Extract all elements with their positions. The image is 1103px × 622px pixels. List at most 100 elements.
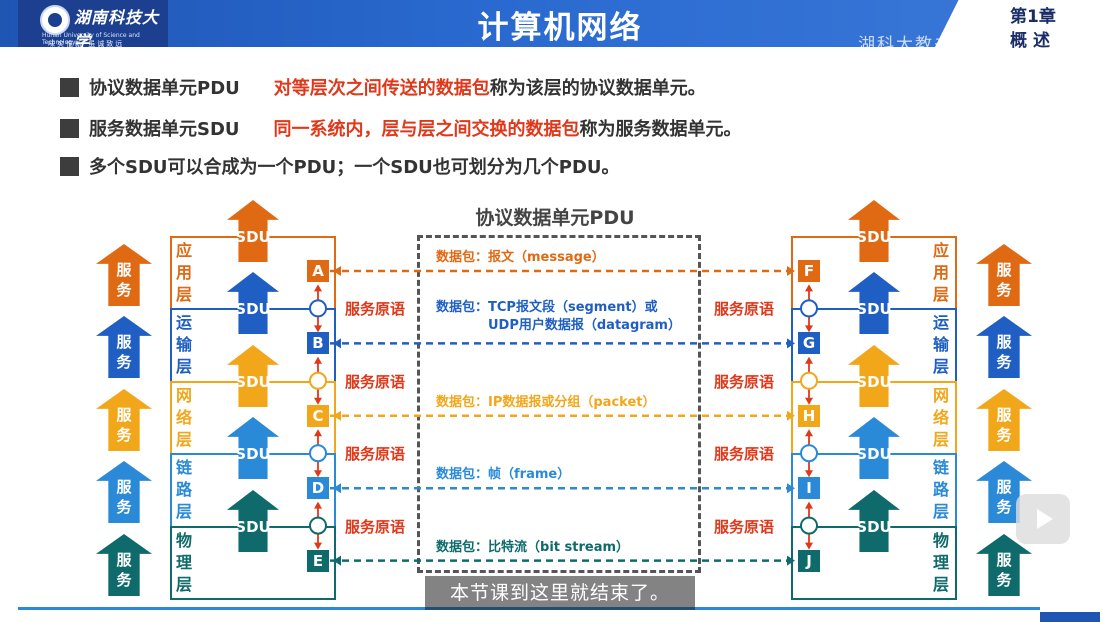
service-primitive-left: 服务原语 [345,300,406,319]
service-primitive-right: 服务原语 [714,300,775,319]
bullet-rest: 称为服务数据单元。 [579,119,742,140]
bullet-rest: 称为该层的协议数据单元。 [489,78,706,99]
service-primitive-left: 服务原语 [345,372,406,391]
sdu-label: SDU [235,517,271,536]
sdu-arrow-icon [848,272,900,335]
sap-j: J [798,549,820,572]
bullet-term: 多个SDU可以合成为一个PDU；一个SDU也可划分为几个PDU。 [89,157,620,178]
sdu-arrow-icon [227,417,279,480]
header-bar [0,0,1103,47]
packet-description: 数据包：TCP报文段（segment）或 UDP用户数据报（datagram） [436,299,681,335]
bullet-highlight: 同一系统内，层与层之间交换的数据包 [273,119,580,140]
layer-name-left: 网络层 [175,385,192,449]
packet-description: 数据包：报文（message） [436,249,605,267]
layer-name-left: 运输层 [175,313,192,377]
layer-name-right: 网络层 [932,385,949,449]
service-arrow-icon [976,388,1032,451]
packet-type: TCP报文段（segment）或 [488,300,658,316]
layer-name-right: 运输层 [932,313,949,377]
sdu-label: SDU [235,228,271,246]
packet-description: 数据包：比特流（bit stream） [436,539,629,557]
sdu-arrow-icon [848,489,900,552]
sap-a: A [307,260,329,282]
bullet-square-icon [60,119,79,138]
bullet-square-icon [60,78,79,97]
bullet-term: 协议数据单元PDU [89,78,240,99]
packet-type: 报文（message） [488,250,605,265]
service-arrow-icon [96,388,152,451]
progress-bar [1040,612,1100,622]
service-arrow-icon [976,316,1032,379]
service-label: 服务 [996,333,1012,372]
service-primitive-right: 服务原语 [714,445,775,464]
sap-d: D [307,477,329,500]
university-banner: 湖南科技大学 Hunan University of Science and T… [18,0,168,51]
bullet-pdu: 协议数据单元PDU 对等层次之间传送的数据包称为该层的协议数据单元。 [60,74,706,100]
bullet-square-icon [60,157,79,176]
sap-e: E [307,549,329,572]
sdu-label: SDU [235,300,271,319]
sdu-arrow-icon [848,417,900,480]
service-label: 服务 [116,405,132,444]
packet-prefix: 数据包： [436,394,489,410]
sdu-arrow-icon [848,200,900,262]
service-primitive-right: 服务原语 [714,372,775,391]
sdu-arrow-icon [227,272,279,335]
packet-type: IP数据报或分组（packet） [488,394,656,410]
packet-type-line2: UDP用户数据报（datagram） [488,318,681,334]
packet-prefix: 数据包： [436,539,489,555]
sdu-label: SDU [235,445,271,464]
video-subtitle: 本节课到这里就结束了。 [425,576,695,610]
sdu-label: SDU [235,372,271,391]
university-logo-icon [40,5,70,35]
packet-type: 帧（frame） [488,467,571,483]
service-arrow-icon [976,244,1032,306]
sdu-arrow-icon [848,344,900,407]
university-motto: 味实惟新 虽诚致远 [48,40,125,48]
packet-description: 数据包：IP数据报或分组（packet） [436,394,656,412]
service-arrow-icon [96,244,152,306]
layer-name-right: 链路层 [932,458,949,522]
service-primitive-left: 服务原语 [345,517,406,536]
layer-name-left: 物理层 [175,530,192,594]
sap-c: C [307,404,329,427]
sdu-label: SDU [856,228,892,246]
sap-i: I [798,477,820,500]
layer-name-left: 应用层 [175,241,192,304]
service-label: 服务 [996,405,1012,444]
sdu-label: SDU [856,517,892,536]
sdu-arrow-icon [227,344,279,407]
service-arrow-icon [96,316,152,379]
sap-b: B [307,332,329,355]
service-label: 服务 [996,261,1012,299]
sdu-label: SDU [856,300,892,319]
packet-type: 比特流（bit stream） [488,539,630,555]
service-label: 服务 [116,478,132,517]
packet-prefix: 数据包： [436,250,489,265]
service-label: 服务 [116,550,132,589]
packet-prefix: 数据包： [436,467,489,483]
layer-name-right: 物理层 [932,530,949,594]
sap-h: H [798,404,820,427]
watermark: 湖科大教书匠 [858,35,972,55]
bullet-highlight: 对等层次之间传送的数据包 [273,78,490,99]
packet-description: 数据包：帧（frame） [436,466,570,484]
slide-title: 计算机网络 [477,10,643,46]
sdu-label: SDU [856,445,892,464]
packet-prefix: 数据包： [436,300,489,316]
service-arrow-icon [96,533,152,596]
sdu-arrow-icon [227,489,279,552]
chapter-name: 概述 [1010,31,1056,51]
pdu-title: 协议数据单元PDU [475,207,635,229]
sdu-arrow-icon [227,200,279,262]
layer-name-right: 应用层 [932,241,949,304]
play-icon[interactable] [1016,494,1070,544]
sap-f: F [798,260,820,282]
university-name: 湖南科技大学 [74,8,160,51]
chapter-number: 第1章 [1010,7,1056,27]
service-arrow-icon [976,533,1032,596]
layer-name-left: 链路层 [175,458,192,522]
service-arrow-icon [96,461,152,524]
